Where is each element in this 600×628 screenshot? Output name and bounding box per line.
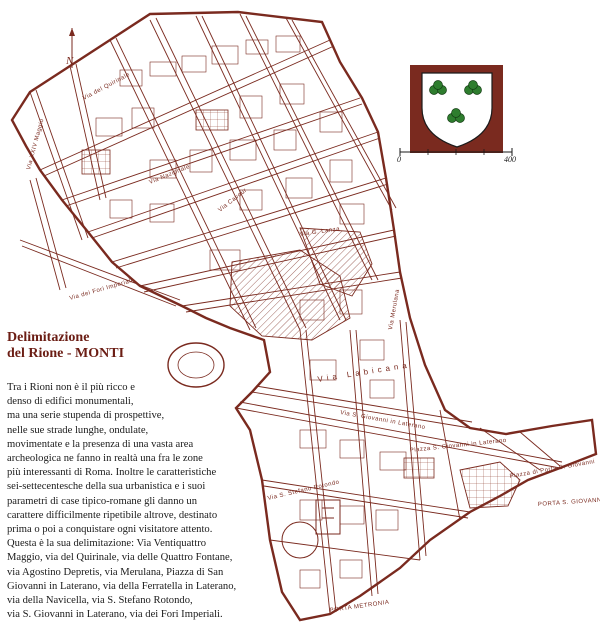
north-arrow: N xyxy=(65,28,75,68)
description-line: archeologica ne fanno in realtà una fra … xyxy=(7,453,203,465)
description-line: sei-settecentesche della sua urbanistica… xyxy=(7,481,206,493)
title-line: Delimitazione xyxy=(7,330,90,345)
description-line: denso di edifici monumentali, xyxy=(7,396,134,408)
description-line: movimentate e la presenza di una vasta a… xyxy=(7,438,194,450)
building-santa-maria-maggiore xyxy=(195,109,229,131)
description-line: via Agostino Depretis, via Merulana, Pia… xyxy=(7,566,224,578)
page-title: Delimitazione del Rione - MONTI xyxy=(7,330,124,362)
santo-stefano-block xyxy=(315,499,341,535)
mountain-icon xyxy=(464,80,482,95)
city-blocks xyxy=(95,35,407,589)
colosseum xyxy=(167,342,225,388)
description-line: più interessanti di Roma. Inoltre le car… xyxy=(7,467,217,479)
description-line: Tra i Rioni non è il più ricco e xyxy=(7,382,135,393)
mountain-icon xyxy=(429,80,447,95)
building-quirinale xyxy=(81,149,111,175)
coat-of-arms xyxy=(410,65,503,153)
description-line: ma una serie stupenda di prospettive, xyxy=(7,410,165,422)
archaeological-area-oppio xyxy=(299,227,373,297)
description-line: carattere difficilmente ripetibile altro… xyxy=(7,509,218,521)
scale-end: 400 xyxy=(504,155,516,164)
mountain-icon xyxy=(447,108,465,123)
description-line: Giovanni in Laterano, via della Ferratel… xyxy=(7,580,237,592)
description-line: via della Navicella, via S. Stefano Roto… xyxy=(7,595,193,607)
description-paragraph: Tra i Rioni non è il più ricco e denso d… xyxy=(7,381,277,622)
title-line: del Rione - MONTI xyxy=(7,346,125,361)
label-porta-san-giovanni: PORTA S. GIOVANNI xyxy=(538,497,600,508)
description-line: prima o poi a conquistare ogni visitator… xyxy=(7,524,213,536)
north-label: N xyxy=(65,55,74,67)
description-line: nelle sue strade lunghe, ondulate, xyxy=(7,424,149,436)
scale-start: 0 xyxy=(397,155,401,164)
navicella-circle xyxy=(281,521,319,559)
building-laterano-basilica xyxy=(403,457,435,479)
label-fori-imperiali: Via dei Fori Imperiali xyxy=(69,278,134,302)
scale-bar: 0 400 xyxy=(397,148,516,164)
description-line: Maggio, via del Quirinale, via delle Qua… xyxy=(7,552,233,564)
archaeological-area-laterano xyxy=(459,461,521,509)
description-line: Questa è la sua delimitazione: Via Venti… xyxy=(7,538,207,550)
description-line: parametri di case tipico-romane gli dann… xyxy=(7,495,198,507)
description-line: via S. Giovanni in Laterano, via dei For… xyxy=(7,609,223,621)
label-via-lanza: Via G. Lanza xyxy=(299,226,340,238)
